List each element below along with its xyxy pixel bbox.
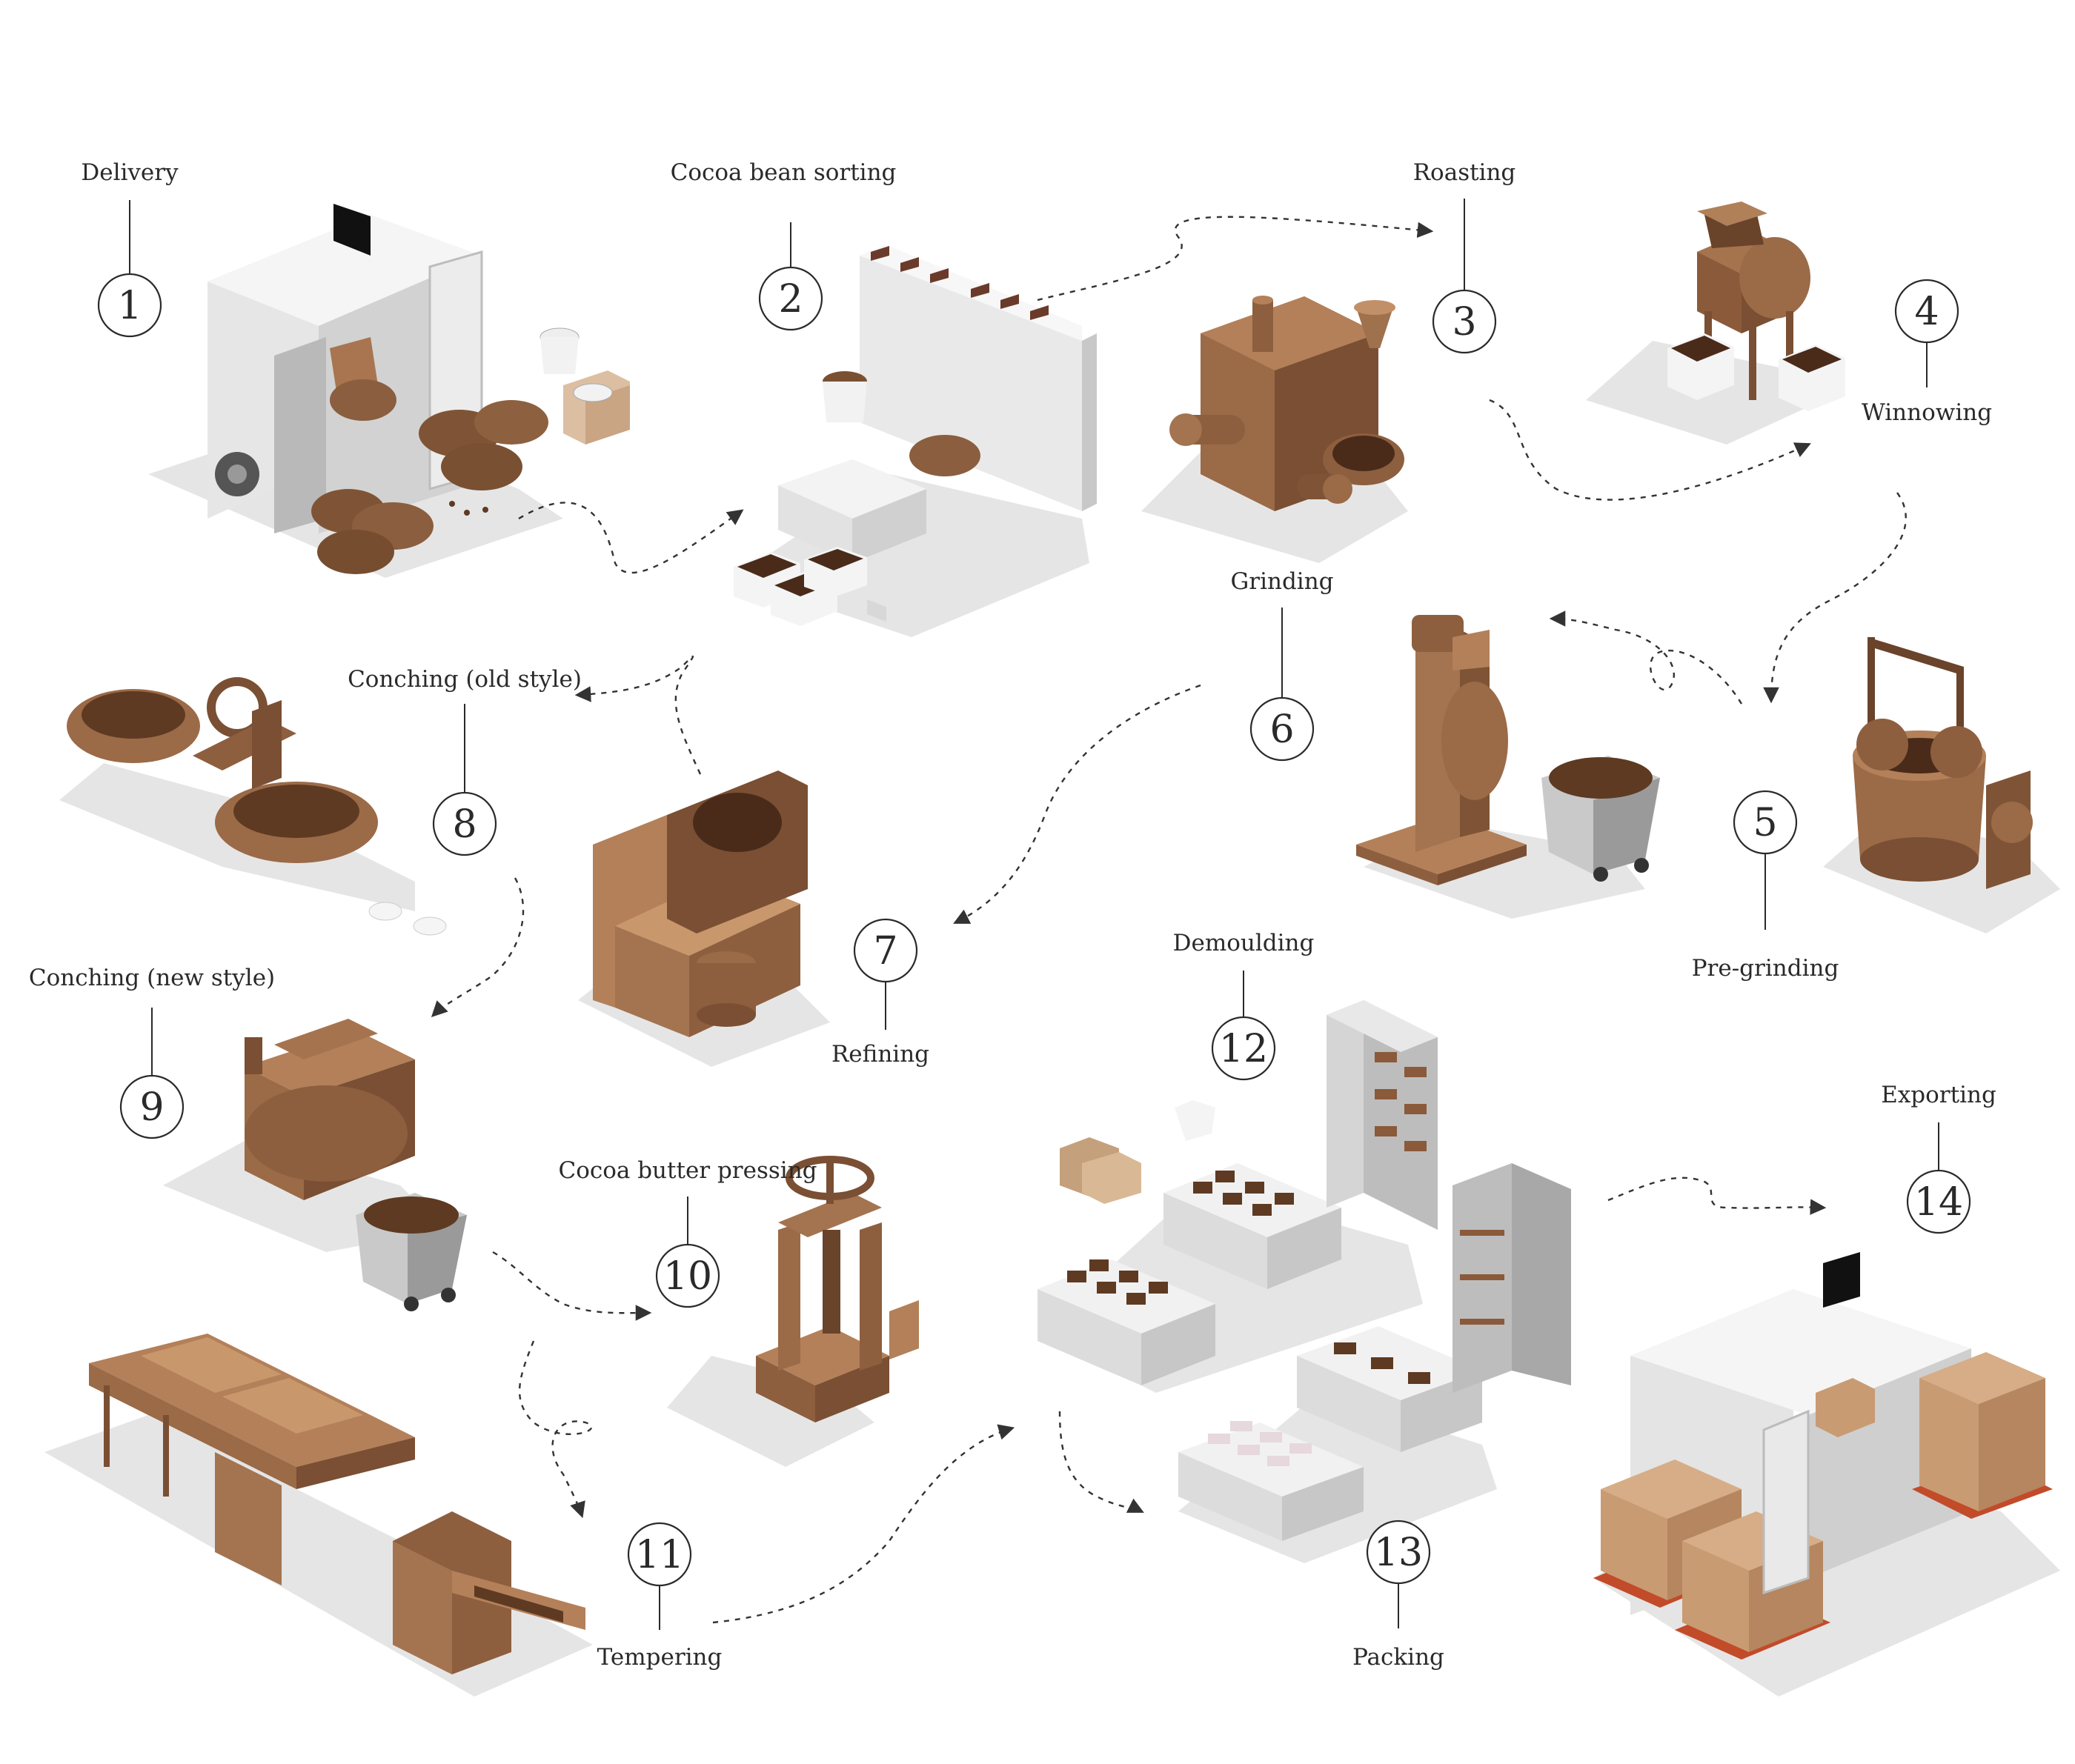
step-10-label: Cocoa butter pressing [558,1157,817,1184]
step-10-badge [655,1243,720,1308]
flow-arrow-7-8 [574,655,702,775]
step-2-number: 2 [778,277,803,322]
step-10-number: 10 [663,1254,712,1299]
step-2-label: Cocoa bean sorting [671,159,897,186]
winnowing-illustration [1586,202,1845,445]
step-7-number: 7 [873,929,897,973]
step-14: Exporting 14 [1881,1082,1996,1234]
step-6-badge [1249,696,1315,762]
step-5-number: 5 [1753,801,1777,845]
step-3: Roasting 3 [1413,159,1516,354]
step-14-number: 14 [1914,1180,1963,1225]
step-11-label: Tempering [597,1644,723,1671]
flow-arrow-13-14 [1607,1176,1827,1215]
step-7: 7 Refining [831,918,929,1068]
step-4: 4 Winnowing [1862,279,1992,426]
cocoa-butter-press-illustration [667,1156,919,1467]
step-12: Demoulding 12 [1173,930,1315,1081]
step-13-label: Packing [1352,1644,1444,1671]
step-9-label: Conching (new style) [29,965,275,991]
flow-arrow-2-3 [1037,216,1434,302]
step-12-badge [1211,1016,1276,1081]
step-4-number: 4 [1914,290,1939,334]
conching-old-illustration [59,677,447,936]
step-13-number: 13 [1374,1531,1423,1575]
step-12-number: 12 [1219,1027,1268,1071]
flow-arrow-12-13 [1058,1411,1144,1513]
step-2-badge [758,266,823,331]
delivery-illustration [148,204,630,578]
packing-illustration [1178,1163,1571,1563]
step-5: 5 Pre-grinding [1692,790,1839,982]
step-1-badge [97,273,162,338]
exporting-illustration [1593,1252,2060,1697]
step-8-label: Conching (old style) [348,666,582,693]
step-14-label: Exporting [1881,1082,1996,1108]
step-7-label: Refining [831,1041,929,1068]
step-6-label: Grinding [1230,568,1333,595]
flow-arrow-10-11 [518,1340,593,1519]
refining-illustration [578,770,830,1067]
step-1-label: Delivery [81,159,179,186]
step-8-number: 8 [452,802,477,847]
step-11: 11 Tempering [597,1522,723,1671]
step-10: Cocoa butter pressing 10 [558,1157,817,1308]
flow-arrow-4-5 [1763,492,1907,704]
step-9-number: 9 [139,1085,164,1130]
step-12-label: Demoulding [1173,930,1315,956]
step-1-number: 1 [117,284,142,328]
step-5-label: Pre-grinding [1692,955,1839,982]
sorting-illustration [734,244,1097,637]
flow-arrow-9-10 [492,1251,652,1321]
step-3-label: Roasting [1413,159,1516,186]
step-11-number: 11 [635,1533,684,1577]
demoulding-illustration [1038,1000,1438,1393]
step-6: Grinding 6 [1230,568,1334,762]
step-3-badge [1432,289,1497,354]
step-13: 13 Packing [1352,1520,1444,1671]
conching-new-illustration [163,1019,467,1311]
step-6-number: 6 [1269,708,1294,752]
pre-grinding-illustration [1823,637,2060,933]
flow-arrow-5-6 [1549,610,1743,705]
flow-arrow-1-2 [518,502,744,574]
flow-arrow-6-7 [953,684,1201,924]
tempering-illustration [44,1334,593,1697]
step-8-badge [432,791,497,856]
step-9-badge [119,1074,185,1139]
process-flow-arrows [431,216,1907,1624]
flow-arrow-11-12 [712,1424,1015,1624]
flow-arrow-3-4 [1489,399,1811,501]
step-8: Conching (old style) 8 [348,666,582,856]
step-4-label: Winnowing [1862,399,1992,426]
step-1: Delivery 1 [81,159,179,338]
step-14-badge [1906,1169,1971,1234]
step-9: Conching (new style) 9 [29,965,275,1139]
step-3-number: 3 [1452,300,1476,345]
flow-arrow-8-9 [431,877,525,1018]
roasting-illustration [1141,296,1408,563]
grinding-illustration [1356,615,1660,919]
step-2: Cocoa bean sorting 2 [671,159,897,331]
